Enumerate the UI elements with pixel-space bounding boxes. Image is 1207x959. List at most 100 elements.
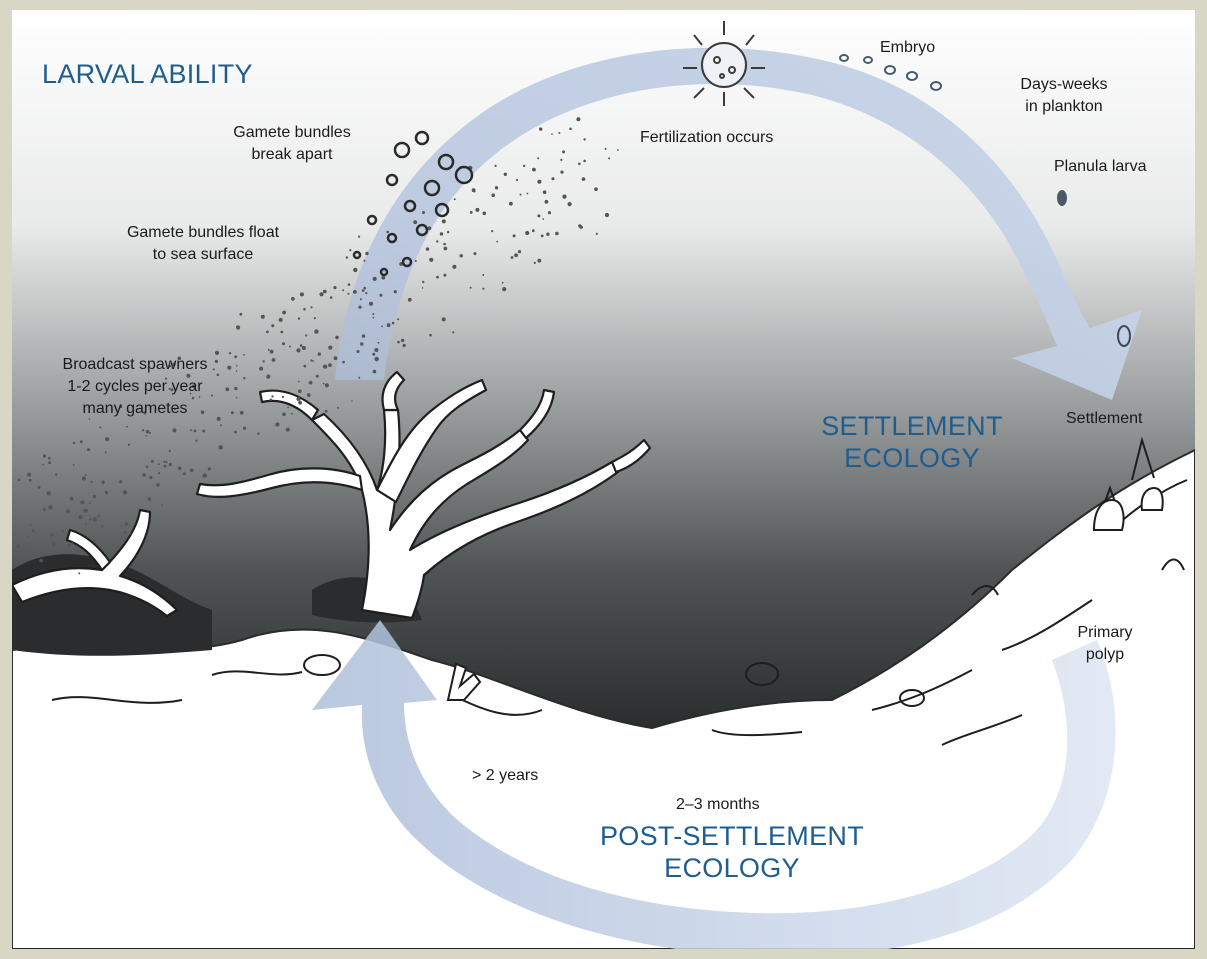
gamete-dot: [80, 500, 85, 505]
gamete-dot: [101, 525, 104, 528]
gamete-dot: [400, 338, 405, 343]
gamete-dot: [522, 164, 526, 168]
gamete-dot: [595, 232, 598, 235]
gamete-dot: [80, 440, 83, 444]
gamete-dot: [141, 429, 145, 432]
gamete-dot: [168, 387, 171, 390]
gamete-dot: [514, 253, 518, 258]
gamete-dot: [62, 530, 65, 533]
gamete-dot: [282, 412, 286, 417]
gamete-dot: [122, 490, 128, 495]
gamete-dot: [337, 406, 339, 409]
gamete-dot: [617, 149, 619, 151]
gamete-dot: [604, 212, 610, 218]
gamete-dot: [482, 274, 485, 276]
two-three-months-label: 2–3 months: [676, 796, 760, 813]
gamete-dot: [281, 395, 285, 399]
gamete-dots: [16, 117, 619, 575]
gamete-dot: [202, 473, 207, 478]
gamete-dot: [305, 334, 308, 337]
gamete-dot: [145, 465, 149, 469]
gamete-dot: [16, 544, 20, 548]
gamete-dot: [496, 240, 499, 243]
coral-life-cycle-illustration: [12, 10, 1195, 949]
post-settlement-ecology-title: POST-SETTLEMENT ECOLOGY: [599, 821, 865, 883]
gamete-dot: [503, 172, 507, 176]
gamete-dot: [124, 531, 127, 534]
gamete-dot: [186, 373, 191, 378]
gamete-dot: [555, 231, 559, 236]
gamete-dot: [539, 127, 543, 131]
primary-polyp-label: Primary polyp: [1077, 624, 1133, 663]
gamete-dot: [358, 235, 361, 238]
gamete-dot: [365, 292, 368, 295]
gamete-dot: [104, 451, 107, 454]
gamete-dot: [299, 344, 303, 347]
gamete-dot: [517, 250, 522, 254]
larval-cycle-arrow: [335, 47, 1142, 401]
gamete-dot: [491, 193, 496, 197]
gamete-dot: [85, 522, 87, 525]
gamete-dot: [608, 157, 611, 160]
gamete-dot: [69, 496, 74, 501]
gamete-dot: [42, 463, 45, 466]
gamete-dot: [386, 230, 390, 234]
gamete-dot: [235, 370, 238, 372]
gamete-dot: [182, 472, 186, 476]
gamete-dot: [369, 301, 373, 306]
gamete-dot: [482, 211, 487, 216]
gamete-dot: [360, 342, 364, 346]
gamete-dot: [163, 464, 167, 468]
gamete-dot: [48, 505, 53, 510]
gamete-dot: [314, 329, 319, 334]
gamete-dot: [239, 410, 244, 415]
gamete-dot: [271, 324, 275, 328]
gamete-dot: [372, 313, 375, 315]
gamete-dot: [526, 192, 529, 195]
gamete-dot: [92, 517, 97, 522]
seabed: [12, 448, 1195, 949]
gamete-dot: [469, 211, 473, 214]
gamete-dot: [101, 480, 105, 484]
gamete-dot: [172, 428, 177, 433]
gamete-dot: [407, 297, 412, 302]
gamete-dot: [243, 426, 247, 430]
gamete-dot: [301, 345, 306, 351]
gamete-dot: [126, 425, 128, 428]
two-years-label: > 2 years: [472, 767, 539, 784]
gamete-dot: [347, 292, 350, 295]
gamete-dot: [482, 287, 485, 290]
gamete-dot: [51, 542, 56, 546]
gamete-dot: [236, 364, 238, 367]
gamete-dot: [39, 558, 43, 563]
gamete-dot: [342, 289, 345, 292]
gamete-dot: [436, 240, 439, 243]
gamete-dot: [562, 150, 566, 154]
gamete-dot: [225, 387, 230, 392]
gamete-dot: [381, 275, 386, 280]
gamete-dot: [322, 289, 327, 294]
gamete-dot: [161, 504, 163, 507]
gamete-dot: [421, 287, 424, 289]
gamete-dot: [78, 572, 81, 575]
gamete-dot: [358, 376, 361, 379]
gamete-dot: [243, 354, 245, 356]
gamete-dot: [191, 396, 195, 400]
gamete-dot: [491, 230, 494, 233]
gamete-dot: [267, 348, 270, 351]
gamete-dot: [475, 207, 480, 212]
gamete-dot: [546, 232, 550, 236]
gamete-dot: [269, 398, 272, 401]
gamete-dot: [345, 256, 349, 259]
gamete-dot: [150, 459, 154, 463]
gamete-dot: [168, 364, 172, 368]
gamete-dot: [48, 461, 52, 465]
gamete-dot: [149, 431, 151, 434]
gamete-dot: [170, 388, 174, 392]
gamete-dot: [443, 246, 448, 251]
gamete-dot: [377, 341, 380, 344]
gamete-dot: [501, 281, 504, 284]
gamete-dot: [441, 219, 446, 224]
gamete-dot: [120, 525, 123, 528]
gamete-dot: [579, 225, 584, 229]
